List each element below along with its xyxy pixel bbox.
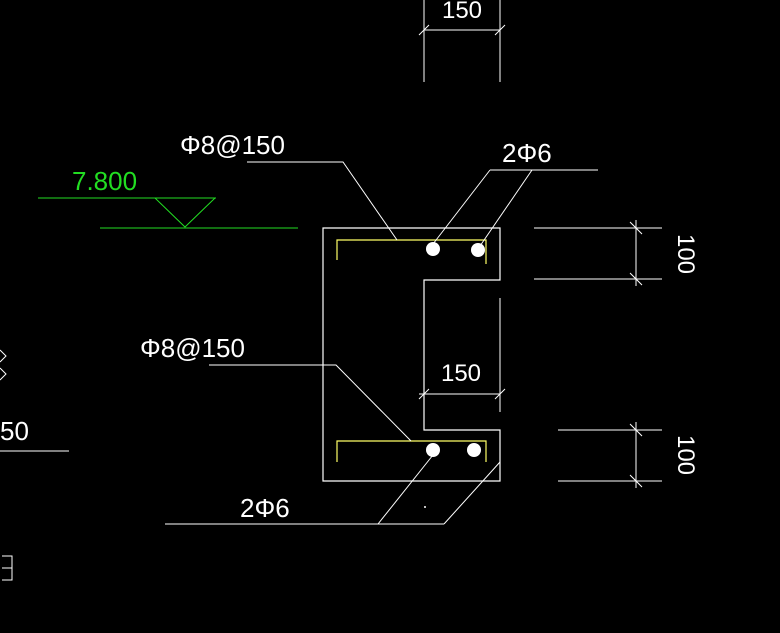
- dimension-top-width-label: 150: [442, 0, 482, 24]
- stirrup-bottom: [336, 440, 487, 462]
- left-partial-label: 50: [0, 416, 29, 446]
- dimension-inner-width: [418, 298, 506, 412]
- dimension-bottom-flange-label: 100: [672, 435, 699, 475]
- label-stirrup-top: Φ8@150: [180, 130, 285, 160]
- leader-stirrup-top: [247, 161, 398, 241]
- rebar-dot-bottom-left: [426, 443, 440, 457]
- dimension-top-flange: [534, 220, 662, 286]
- rebar-dot-bottom-right: [467, 443, 481, 457]
- elevation-marker: [38, 197, 298, 229]
- rebar-dot-top-right: [471, 243, 485, 257]
- dimension-bottom-flange: [558, 422, 662, 488]
- leader-bars-bottom: [165, 454, 501, 525]
- label-bars-bottom: 2Φ6: [240, 493, 290, 523]
- leader-stirrup-bottom: [209, 364, 412, 442]
- elevation-value: 7.800: [72, 166, 137, 196]
- label-bars-top: 2Φ6: [502, 138, 552, 168]
- stirrup-top: [336, 239, 487, 264]
- dimension-top-width: [418, 0, 506, 82]
- rebar-dot-top-left: [426, 242, 440, 256]
- leader-bars-top: [432, 169, 598, 247]
- stray-mark: [424, 506, 426, 508]
- section-outline: [322, 227, 501, 482]
- dimension-inner-width-label: 150: [441, 360, 481, 387]
- dimension-top-flange-label: 100: [672, 234, 699, 274]
- left-edge-fragments: [0, 349, 13, 581]
- label-stirrup-bottom: Φ8@150: [140, 333, 245, 363]
